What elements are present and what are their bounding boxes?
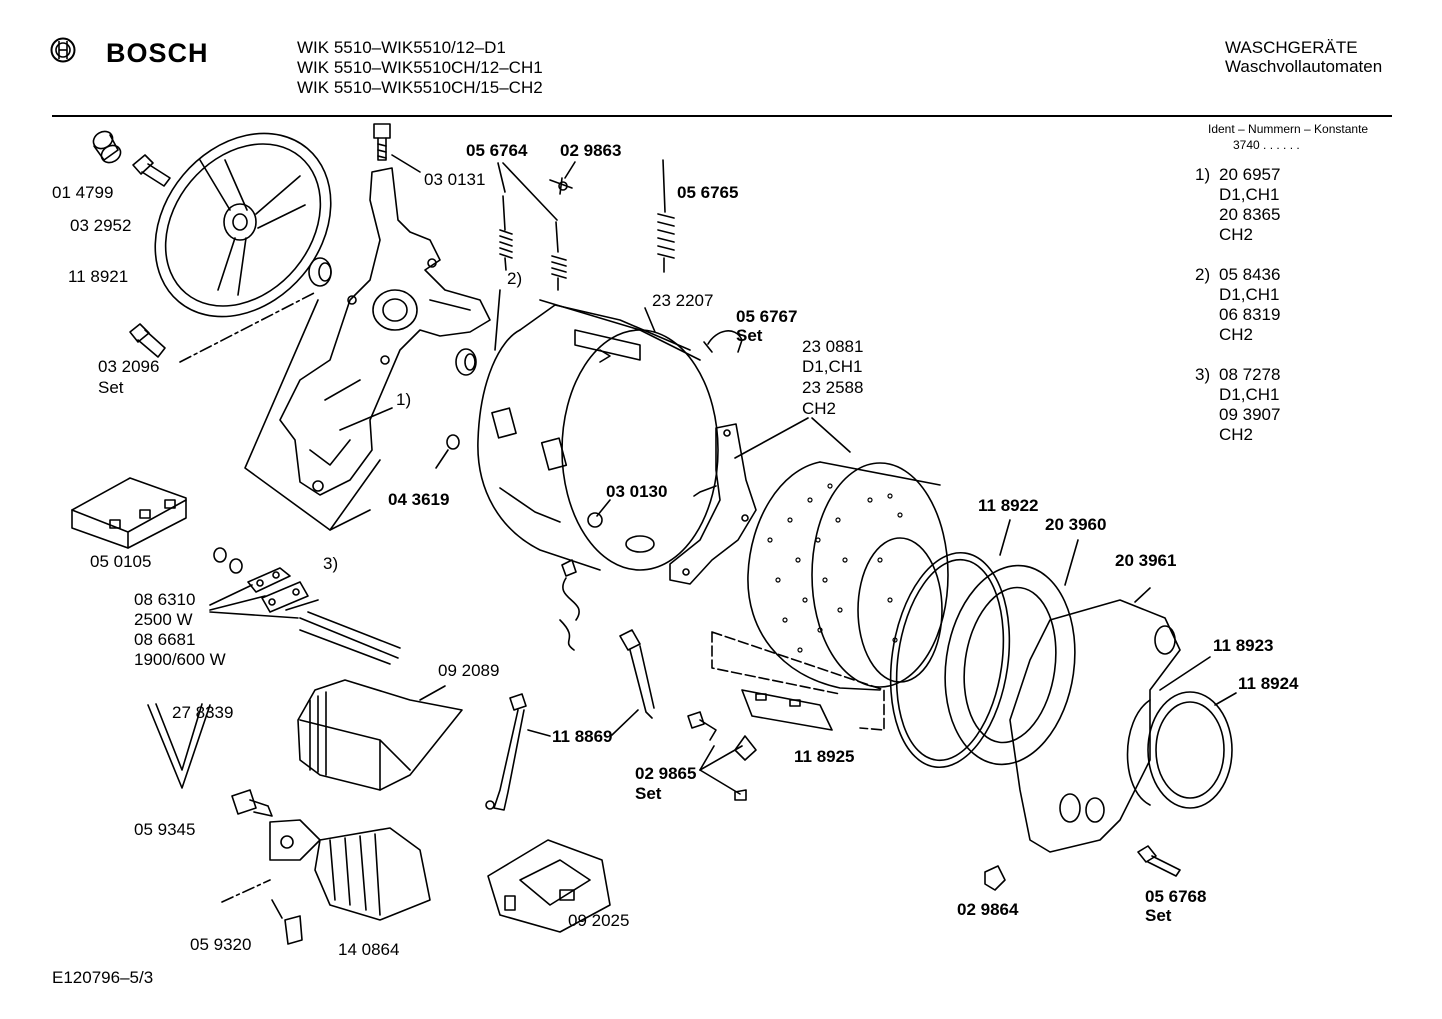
part-label: 05 6767 [736,307,798,326]
bolt-part [129,323,166,358]
drawing-code: E120796–5/3 [52,968,154,987]
part-label: Set [736,326,763,345]
footnote-line: CH2 [1219,225,1254,244]
part-label: 2500 W [134,610,193,629]
part-label: 20 3961 [1115,551,1177,570]
part-label: 02 9864 [957,900,1019,919]
category-subtitle: Waschvollautomaten [1225,57,1383,76]
part-label: 03 2096 [98,357,160,376]
part-label: 23 2588 [802,378,864,397]
part-label: Set [635,784,662,803]
header-rule [52,115,1392,117]
footnote-line: D1,CH1 [1219,185,1280,204]
part-label: 09 2089 [438,661,500,680]
category-title: WASCHGERÄTE [1225,38,1358,57]
part-label: 09 2025 [568,911,630,930]
drum-part [747,461,949,691]
part-label: 08 6310 [134,590,196,609]
bosch-logo-icon [50,37,76,63]
footnote-line: CH2 [1219,425,1254,444]
part-label: 02 9863 [560,141,622,160]
part-label: 11 8869 [552,727,613,746]
ident-code: 3740 . . . . . . [1233,138,1300,152]
footnote-line: D1,CH1 [1219,285,1280,304]
part-label: 20 3960 [1045,515,1107,534]
brand-name: BOSCH [106,38,209,68]
part-label: 01 4799 [52,183,114,202]
model-line-2: WIK 5510–WIK5510CH/12–CH1 [297,58,543,77]
control-module-part [71,477,187,549]
model-line-3: WIK 5510–WIK5510CH/15–CH2 [297,78,543,97]
part-label: 23 0881 [802,337,864,356]
part-label: Set [1145,906,1172,925]
front-panel-part [1009,599,1181,853]
part-label: 03 0131 [424,170,486,189]
part-label: 27 8339 [172,703,234,722]
motor-cover-part [297,679,463,791]
footnote-line: 20 6957 [1219,165,1281,184]
footnote-line: 06 8319 [1219,305,1281,324]
motor-part [269,819,431,921]
ident-title: Ident – Nummern – Konstante [1208,122,1369,136]
bracket-part [669,423,757,585]
note-marker: 2) [507,269,523,288]
footnote-line: 20 8365 [1219,205,1281,224]
bolt-part [132,154,171,187]
footnote-line: 08 7278 [1219,365,1281,384]
part-label: 11 8925 [794,747,855,766]
footnote-marker: 3) [1195,365,1211,384]
part-label: D1,CH1 [802,357,863,376]
footnote-marker: 2) [1195,265,1211,284]
part-label: Set [98,378,124,397]
footnote-marker: 1) [1195,165,1211,184]
tripod-part [279,167,491,496]
part-label: 02 9865 [635,764,697,783]
part-label: 11 8924 [1238,674,1299,693]
part-label: 04 3619 [388,490,450,509]
footnote-line: 09 3907 [1219,405,1281,424]
part-label: 05 6764 [466,141,528,160]
part-label: CH2 [802,399,837,418]
part-label: 1900/600 W [134,650,226,669]
part-label: 08 6681 [134,630,196,649]
model-line-1: WIK 5510–WIK5510/12–D1 [297,38,506,57]
part-label: 11 8921 [68,267,129,286]
part-label: 05 9320 [190,935,252,954]
part-label: 05 6765 [677,183,739,202]
bearing-part [92,130,122,164]
tub-part [477,299,719,571]
part-label: 05 6768 [1145,887,1207,906]
pulley-part [154,132,332,318]
drum-holes [767,483,903,653]
part-label: 03 0130 [606,482,668,501]
footnote-line: D1,CH1 [1219,385,1280,404]
part-label: 05 9345 [134,820,196,839]
part-label: 05 0105 [90,552,152,571]
note-marker: 1) [396,390,412,409]
bolt-part [373,123,391,161]
footnote-line: CH2 [1219,325,1254,344]
part-label: 14 0864 [338,940,400,959]
part-label: 23 2207 [652,291,714,310]
pump-part [487,839,611,933]
note-marker: 3) [323,554,339,573]
part-label: 11 8923 [1213,636,1274,655]
footnote-line: 05 8436 [1219,265,1281,284]
part-label: 11 8922 [978,496,1039,515]
part-label: 03 2952 [70,216,132,235]
